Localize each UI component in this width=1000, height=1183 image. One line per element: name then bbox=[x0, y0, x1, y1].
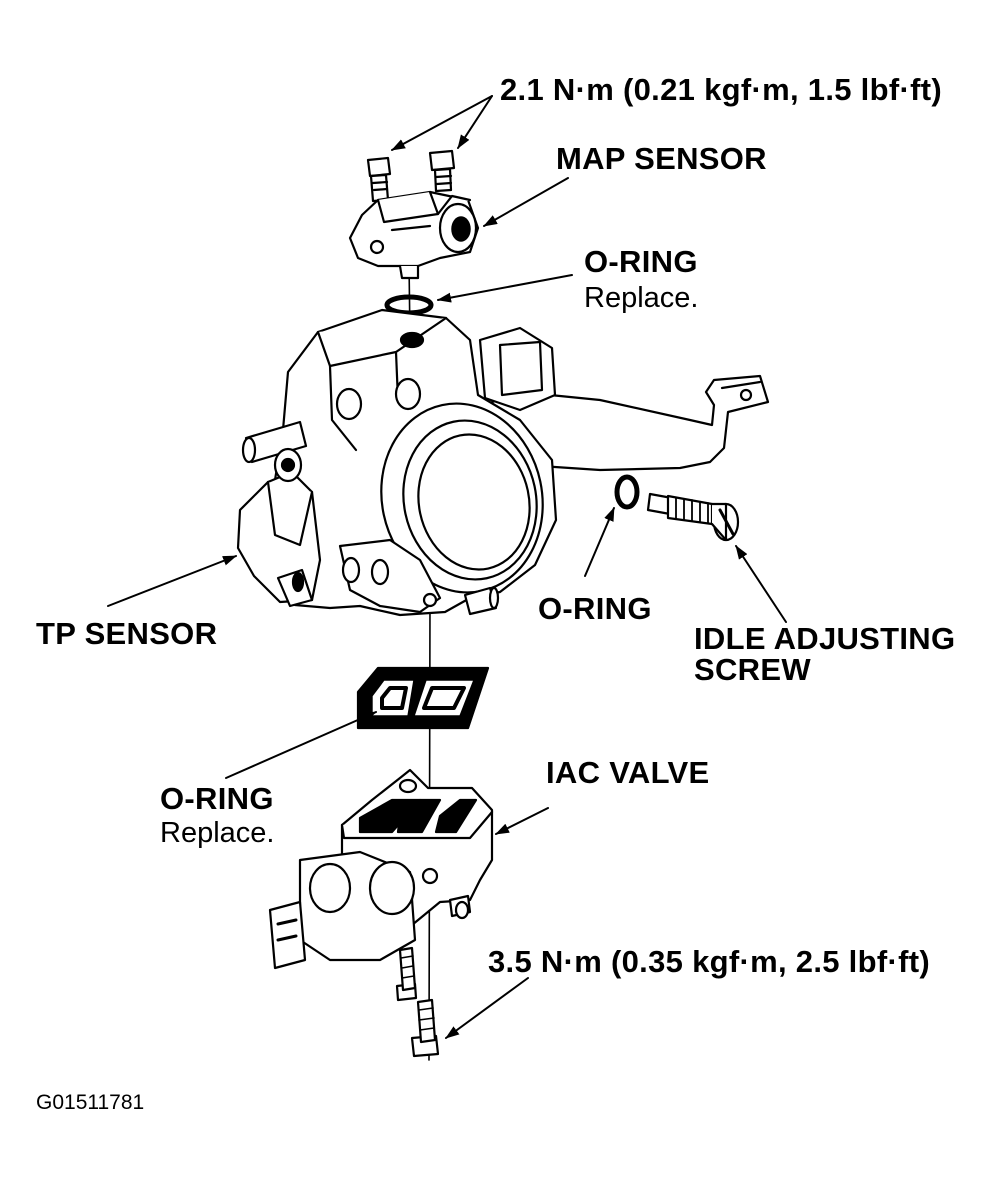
map-sensor-bolt-right bbox=[428, 149, 456, 193]
torque-spec-iac-bolts: 3.5 N·m (0.35 kgf·m, 2.5 lbf·ft) bbox=[488, 944, 930, 979]
o-ring-bottom-label: O-RING bbox=[160, 781, 274, 816]
iac-valve-gasket bbox=[356, 666, 490, 730]
throttle-body bbox=[236, 308, 770, 617]
o-ring-bottom-replace-note: Replace. bbox=[160, 817, 275, 849]
iac-bolt-right bbox=[410, 998, 440, 1058]
idle-adjusting-screw-label-line2: SCREW bbox=[694, 652, 811, 687]
leader-arrows bbox=[107, 95, 787, 1039]
figure-code: G01511781 bbox=[36, 1091, 145, 1114]
iac-valve-label: IAC VALVE bbox=[546, 755, 710, 790]
idle-adjusting-screw bbox=[646, 492, 740, 542]
map-sensor-bolt-left bbox=[366, 156, 392, 203]
map-sensor-label: MAP SENSOR bbox=[556, 141, 767, 176]
idle-screw-o-ring bbox=[614, 474, 640, 510]
o-ring-top-replace-note: Replace. bbox=[584, 282, 699, 314]
iac-valve bbox=[268, 768, 494, 970]
iac-bolt-left bbox=[395, 946, 418, 1002]
torque-spec-map-bolts: 2.1 N·m (0.21 kgf·m, 1.5 lbf·ft) bbox=[500, 72, 942, 107]
o-ring-top-label: O-RING bbox=[584, 244, 698, 279]
o-ring-idle-label: O-RING bbox=[538, 591, 652, 626]
map-sensor bbox=[348, 190, 480, 280]
tp-sensor-label: TP SENSOR bbox=[36, 616, 218, 651]
idle-adjusting-screw-label-line1: IDLE ADJUSTING bbox=[694, 621, 956, 656]
